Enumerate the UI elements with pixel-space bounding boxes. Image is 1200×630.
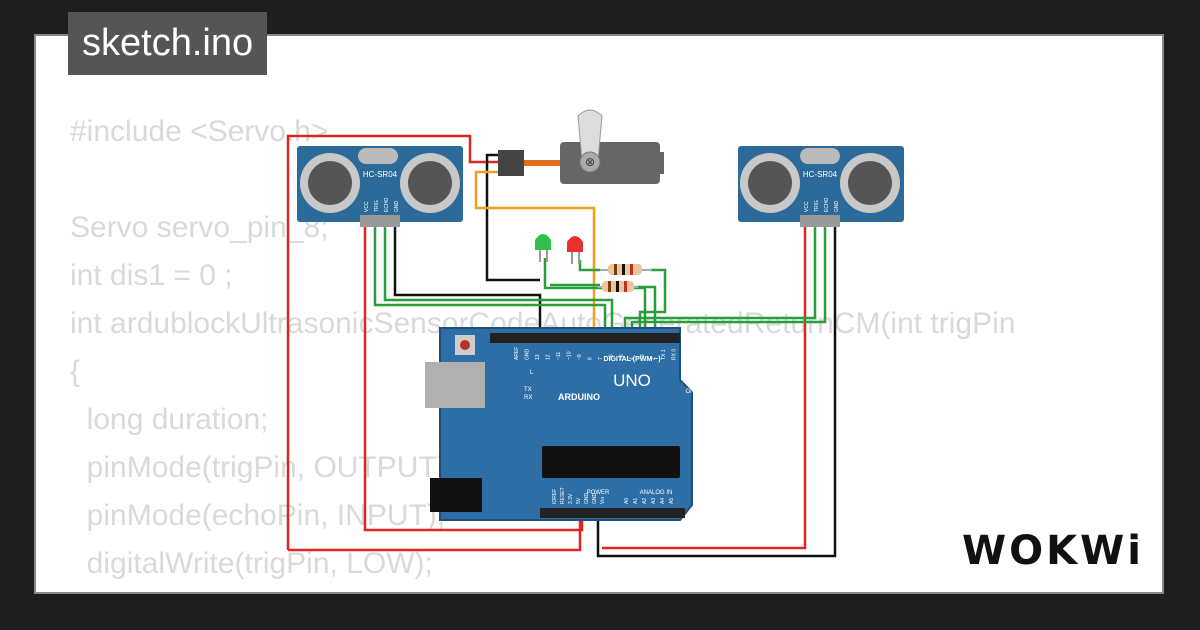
ultrasonic-sensor-left[interactable]: HC-SR04 [297, 146, 463, 227]
code-line: int dis1 = 0 ; [70, 259, 233, 292]
wire-green-res3 [635, 285, 657, 335]
power-analog-header [540, 508, 685, 518]
board-pin-label: 8 [588, 357, 594, 360]
board-pin-label: ~10 [567, 351, 573, 360]
code-background: #include <Servo.h>Servo servo_pin_8;int … [70, 108, 1015, 592]
resistor-2[interactable] [598, 281, 638, 292]
wire-orange-servo [474, 170, 596, 335]
board-pin-label: 5V [576, 497, 582, 504]
wire-black-right [596, 225, 837, 558]
board-pin-label: A3 [651, 498, 657, 504]
board-pin-label: A0 [624, 498, 630, 504]
digital-header [490, 333, 680, 343]
analog-label: ANALOG IN [640, 490, 673, 496]
power-label: POWER [587, 490, 610, 496]
on-label: ON [686, 389, 695, 395]
microcontroller-chip [542, 446, 680, 478]
sensor-left-model: HC-SR04 [363, 170, 398, 179]
code-line: long duration; [70, 403, 269, 436]
code-line: #include <Servo.h> [70, 115, 329, 148]
board-pin-label: GND [525, 349, 531, 361]
wire-black-left [393, 225, 542, 335]
wokwi-logo: WOKWi [962, 528, 1144, 574]
sensor-pin-label: GND [834, 201, 840, 213]
board-pin-label: A2 [642, 498, 648, 504]
sensor-pin-label: GND [394, 201, 400, 213]
arduino-brand: ARDUINO [558, 392, 600, 402]
board-pin-label: A5 [669, 498, 675, 504]
board-pin-label: 2 [651, 357, 657, 360]
ultrasonic-sensor-right[interactable]: HC-SR04 [738, 146, 904, 227]
servo-motor[interactable]: ⊗ [498, 109, 664, 184]
board-pin-label: 7 [598, 357, 604, 360]
wire-green-res [638, 268, 667, 335]
led-green[interactable] [535, 234, 551, 262]
led-red[interactable] [567, 236, 583, 264]
wire-red-right [602, 225, 807, 550]
board-pin-label: GND [592, 493, 598, 505]
code-line: digitalWrite(trigPin, LOW); [70, 547, 433, 580]
board-pin-label: A1 [633, 498, 639, 504]
board-pin-label: A4 [660, 498, 666, 504]
wire-green-left-trig [373, 225, 607, 335]
board-pin-label: 3.3V [568, 493, 574, 504]
digital-label: DIGITAL (PWM ~) [603, 356, 660, 363]
board-pin-label: 13 [535, 354, 541, 360]
sensor-pin-label: VCC [804, 201, 810, 212]
board-pin-label: ~9 [577, 354, 583, 360]
board-pin-label: ~6 [609, 354, 615, 360]
rx-label: RX [524, 395, 532, 401]
board-pin-label: Vin [600, 497, 606, 504]
board-pin-label: IOREF [552, 489, 558, 504]
wire-black-servo [485, 153, 540, 282]
board-pin-label: ~5 [619, 354, 625, 360]
sensor-pin-label: TRIG [814, 200, 820, 212]
board-pin-label: 4 [630, 357, 636, 360]
sensor-right-model: HC-SR04 [803, 170, 838, 179]
board-pin-label: RX 0 [672, 349, 678, 360]
sensor-pin-label: ECHO [824, 197, 830, 212]
tx-label: TX [524, 387, 532, 393]
board-pin-label: 12 [546, 354, 552, 360]
arduino-uno-board[interactable]: DIGITAL (PWM ~) ARDUINO UNO POWER ANALOG… [425, 327, 695, 521]
wire-green-left-echo [383, 225, 614, 335]
board-pin-label: TX 1 [661, 349, 667, 360]
resistor-1[interactable] [600, 264, 652, 275]
sensor-pin-label: TRIG [374, 200, 380, 212]
wire-green-right-trig [623, 225, 817, 335]
board-pin-label: RESET [560, 487, 566, 504]
code-line: { [70, 355, 81, 388]
code-line: pinMode(trigPin, OUTPUT); [70, 451, 456, 484]
board-pin-label: ~11 [556, 352, 562, 360]
svg-text:⊗: ⊗ [585, 155, 595, 169]
sensor-pin-label: VCC [364, 201, 370, 212]
sensor-pin-label: ECHO [384, 197, 390, 212]
file-tab[interactable]: sketch.ino [68, 12, 268, 75]
arduino-model: UNO [613, 371, 651, 390]
l-label: L [530, 370, 534, 376]
board-pin-label: AREF [514, 347, 520, 360]
board-pin-label: ~3 [640, 354, 646, 360]
wire-green-led2 [578, 260, 600, 272]
wire-red-left-vcc [286, 134, 498, 550]
board-pin-label: GND [584, 493, 590, 505]
